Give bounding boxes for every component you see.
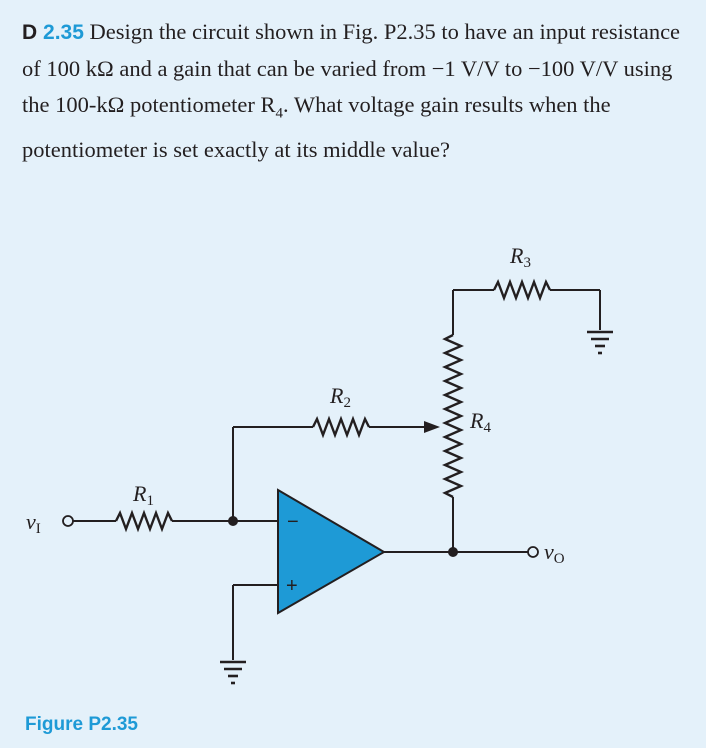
label-r4: R4 <box>469 408 491 436</box>
problem-text-end: . What voltage gain results when the pot… <box>22 92 611 162</box>
output-terminal <box>527 546 539 558</box>
problem-text-subscript: 4 <box>275 105 284 122</box>
label-r3: R3 <box>509 243 531 271</box>
problem-statement: D 2.35 Design the circuit shown in Fig. … <box>22 14 690 168</box>
figure-caption: Figure P2.35 <box>25 714 138 735</box>
noninverting-input-sign: + <box>286 575 298 597</box>
wiper-arrow <box>424 421 440 433</box>
resistor-r3 <box>492 278 552 302</box>
ground-symbol-bottom <box>220 660 246 685</box>
op-amp <box>277 488 386 615</box>
input-terminal <box>62 515 74 527</box>
junction-output-node <box>448 547 458 557</box>
ground-symbol-top <box>587 330 613 355</box>
label-r1: R1 <box>132 481 154 509</box>
label-r2: R2 <box>329 383 351 411</box>
label-vo: vO <box>544 539 565 567</box>
problem-number: D 2.35 <box>22 21 84 44</box>
resistor-r1 <box>114 509 174 533</box>
potentiometer-r4 <box>442 333 464 499</box>
problem-text: Design the circuit shown in Fig. P2.35 t… <box>22 19 681 117</box>
label-vi: vI <box>26 509 41 537</box>
resistor-r2 <box>311 415 371 439</box>
inverting-input-sign: − <box>287 511 299 533</box>
